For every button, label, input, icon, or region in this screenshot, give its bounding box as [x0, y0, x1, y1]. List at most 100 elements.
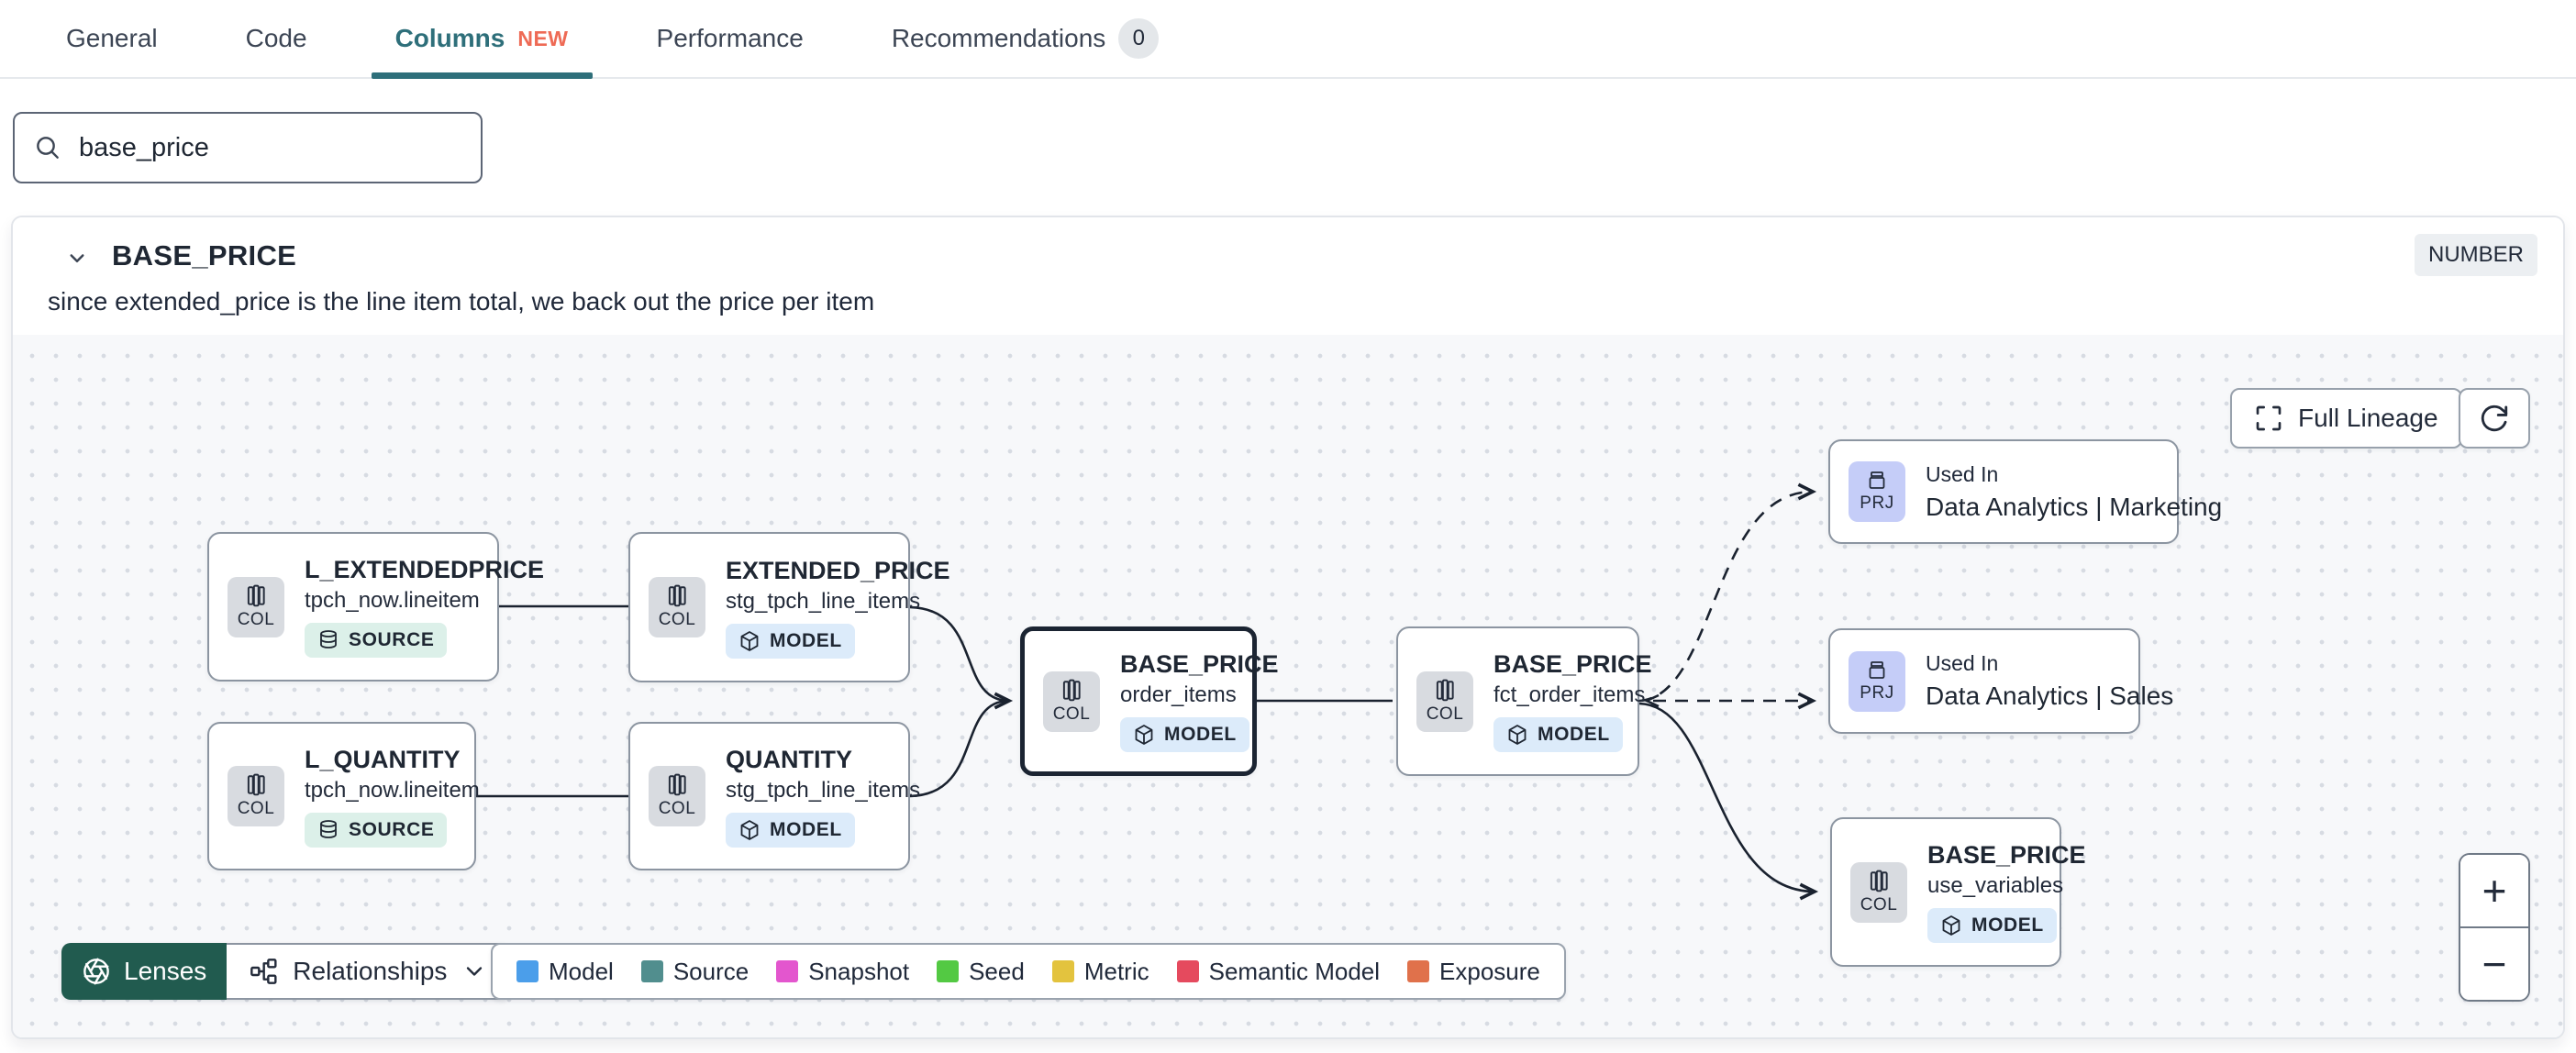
legend-swatch [1176, 960, 1199, 982]
lineage-edges [476, 482, 1819, 901]
relationships-icon [250, 959, 277, 984]
refresh-button[interactable] [2459, 388, 2530, 449]
tab-bar: General Code Columns NEW Performance Rec… [0, 0, 2576, 79]
lineage-node-base-price-fct-order-items[interactable]: COL BASE_PRICE fct_order_items MODEL [1396, 626, 1652, 776]
column-description: since extended_price is the line item to… [48, 287, 875, 316]
database-icon [320, 630, 337, 648]
lineage-legend: Model Source Snapshot Seed Metric Semant… [491, 943, 1566, 1000]
node-subtitle: order_items [1120, 682, 1237, 707]
node-title: BASE_PRICE [1493, 650, 1652, 678]
lineage-node-used-in-sales[interactable]: PRJ Used In Data Analytics | Sales [1828, 628, 2173, 734]
node-title: BASE_PRICE [1927, 841, 2086, 869]
legend-swatch [776, 960, 799, 982]
source-badge: SOURCE [305, 623, 448, 658]
model-badge: MODEL [1120, 717, 1249, 752]
full-lineage-button[interactable]: Full Lineage [2230, 388, 2462, 449]
node-title: QUANTITY [726, 745, 852, 773]
tab-label: Code [245, 24, 307, 52]
expand-icon [2256, 405, 2282, 431]
database-icon [320, 819, 337, 838]
legend-swatch [516, 960, 539, 982]
tab-label: General [66, 24, 158, 52]
node-subtitle: fct_order_items [1493, 682, 1646, 707]
node-title: Data Analytics | Marketing [1926, 492, 2223, 521]
model-badge: MODEL [1927, 908, 2057, 943]
source-badge: SOURCE [305, 812, 448, 848]
column-type-badge: NUMBER [2414, 234, 2537, 276]
column-node-icon: COL [1850, 861, 1907, 923]
column-detail-card: BASE_PRICE NUMBER since extended_price i… [11, 216, 2565, 1039]
column-node-icon: COL [228, 576, 284, 637]
node-subtitle: use_variables [1927, 873, 2064, 898]
tab-label: Recommendations [891, 24, 1106, 52]
model-badge: MODEL [726, 812, 855, 848]
legend-item-model: Model [516, 958, 614, 986]
column-header: BASE_PRICE NUMBER since extended_price i… [13, 217, 2563, 335]
tab-performance[interactable]: Performance [657, 0, 804, 77]
tab-general[interactable]: General [66, 0, 158, 77]
legend-swatch [640, 960, 663, 982]
legend-item-source: Source [640, 958, 749, 986]
legend-item-exposure: Exposure [1407, 958, 1540, 986]
lineage-node-used-in-marketing[interactable]: PRJ Used In Data Analytics | Marketing [1828, 439, 2222, 544]
column-node-icon: COL [649, 766, 705, 826]
lineage-node-l-quantity[interactable]: COL L_QUANTITY tpch_now.lineitem SOURCE [207, 722, 480, 870]
legend-swatch [1407, 960, 1430, 982]
legend-swatch [1051, 960, 1074, 982]
archive-icon [1869, 471, 1885, 489]
legend-item-metric: Metric [1051, 958, 1149, 986]
node-subtitle: stg_tpch_line_items [726, 777, 921, 803]
zoom-controls: + − [2459, 853, 2530, 1002]
node-title: EXTENDED_PRICE [726, 556, 950, 584]
active-tab-underline [371, 72, 593, 79]
zoom-in-button[interactable]: + [2460, 855, 2528, 926]
node-title: BASE_PRICE [1120, 650, 1279, 678]
node-subtitle: tpch_now.lineitem [305, 588, 480, 613]
tab-label: Columns [394, 24, 505, 52]
lineage-node-quantity[interactable]: COL QUANTITY stg_tpch_line_items MODEL [628, 722, 920, 870]
new-badge: NEW [517, 26, 569, 50]
tab-code[interactable]: Code [246, 0, 307, 77]
project-node-icon: PRJ [1849, 650, 1905, 712]
legend-swatch [937, 960, 960, 982]
cube-icon [1135, 725, 1153, 745]
used-in-label: Used In [1926, 651, 1999, 675]
node-title: L_QUANTITY [305, 745, 461, 773]
legend-item-seed: Seed [937, 958, 1025, 986]
collapse-chevron-icon[interactable] [61, 241, 94, 274]
lineage-node-l-extendedprice[interactable]: COL L_EXTENDEDPRICE tpch_now.lineitem SO… [207, 532, 544, 682]
zoom-out-button[interactable]: − [2460, 926, 2528, 1000]
legend-item-semantic-model: Semantic Model [1176, 958, 1380, 986]
lenses-button[interactable]: Lenses [61, 943, 228, 1000]
search-input[interactable] [79, 132, 462, 163]
cube-icon [1508, 725, 1527, 745]
tab-recommendations[interactable]: Recommendations 0 [891, 0, 1160, 77]
cube-icon [1942, 915, 1960, 936]
lineage-canvas[interactable]: COL L_EXTENDEDPRICE tpch_now.lineitem SO… [13, 335, 2563, 1037]
node-subtitle: stg_tpch_line_items [726, 588, 921, 614]
node-title: Data Analytics | Sales [1926, 682, 2174, 710]
lineage-node-base-price-order-items[interactable]: COL BASE_PRICE order_items MODEL [1020, 626, 1279, 776]
chevron-down-icon [467, 967, 483, 976]
cube-icon [740, 630, 759, 651]
tab-label: Performance [656, 24, 804, 52]
lineage-node-base-price-use-variables[interactable]: COL BASE_PRICE use_variables MODEL [1830, 817, 2086, 967]
recommendations-count-badge: 0 [1118, 18, 1160, 59]
column-search[interactable] [13, 112, 483, 183]
column-title: BASE_PRICE [112, 239, 297, 272]
tab-columns[interactable]: Columns NEW [371, 0, 593, 79]
node-title: L_EXTENDEDPRICE [305, 556, 545, 583]
used-in-label: Used In [1926, 461, 1999, 486]
column-node-icon: COL [228, 766, 284, 826]
node-subtitle: tpch_now.lineitem [305, 777, 480, 803]
column-node-icon: COL [1043, 671, 1100, 732]
column-node-icon: COL [649, 577, 705, 637]
cube-icon [740, 819, 759, 840]
model-badge: MODEL [726, 623, 855, 659]
lineage-node-extended-price[interactable]: COL EXTENDED_PRICE stg_tpch_line_items M… [628, 532, 950, 682]
legend-item-snapshot: Snapshot [776, 958, 909, 986]
relationships-dropdown[interactable]: Relationships [227, 943, 512, 1000]
project-node-icon: PRJ [1849, 461, 1905, 522]
model-badge: MODEL [1493, 717, 1623, 752]
archive-icon [1869, 660, 1885, 679]
